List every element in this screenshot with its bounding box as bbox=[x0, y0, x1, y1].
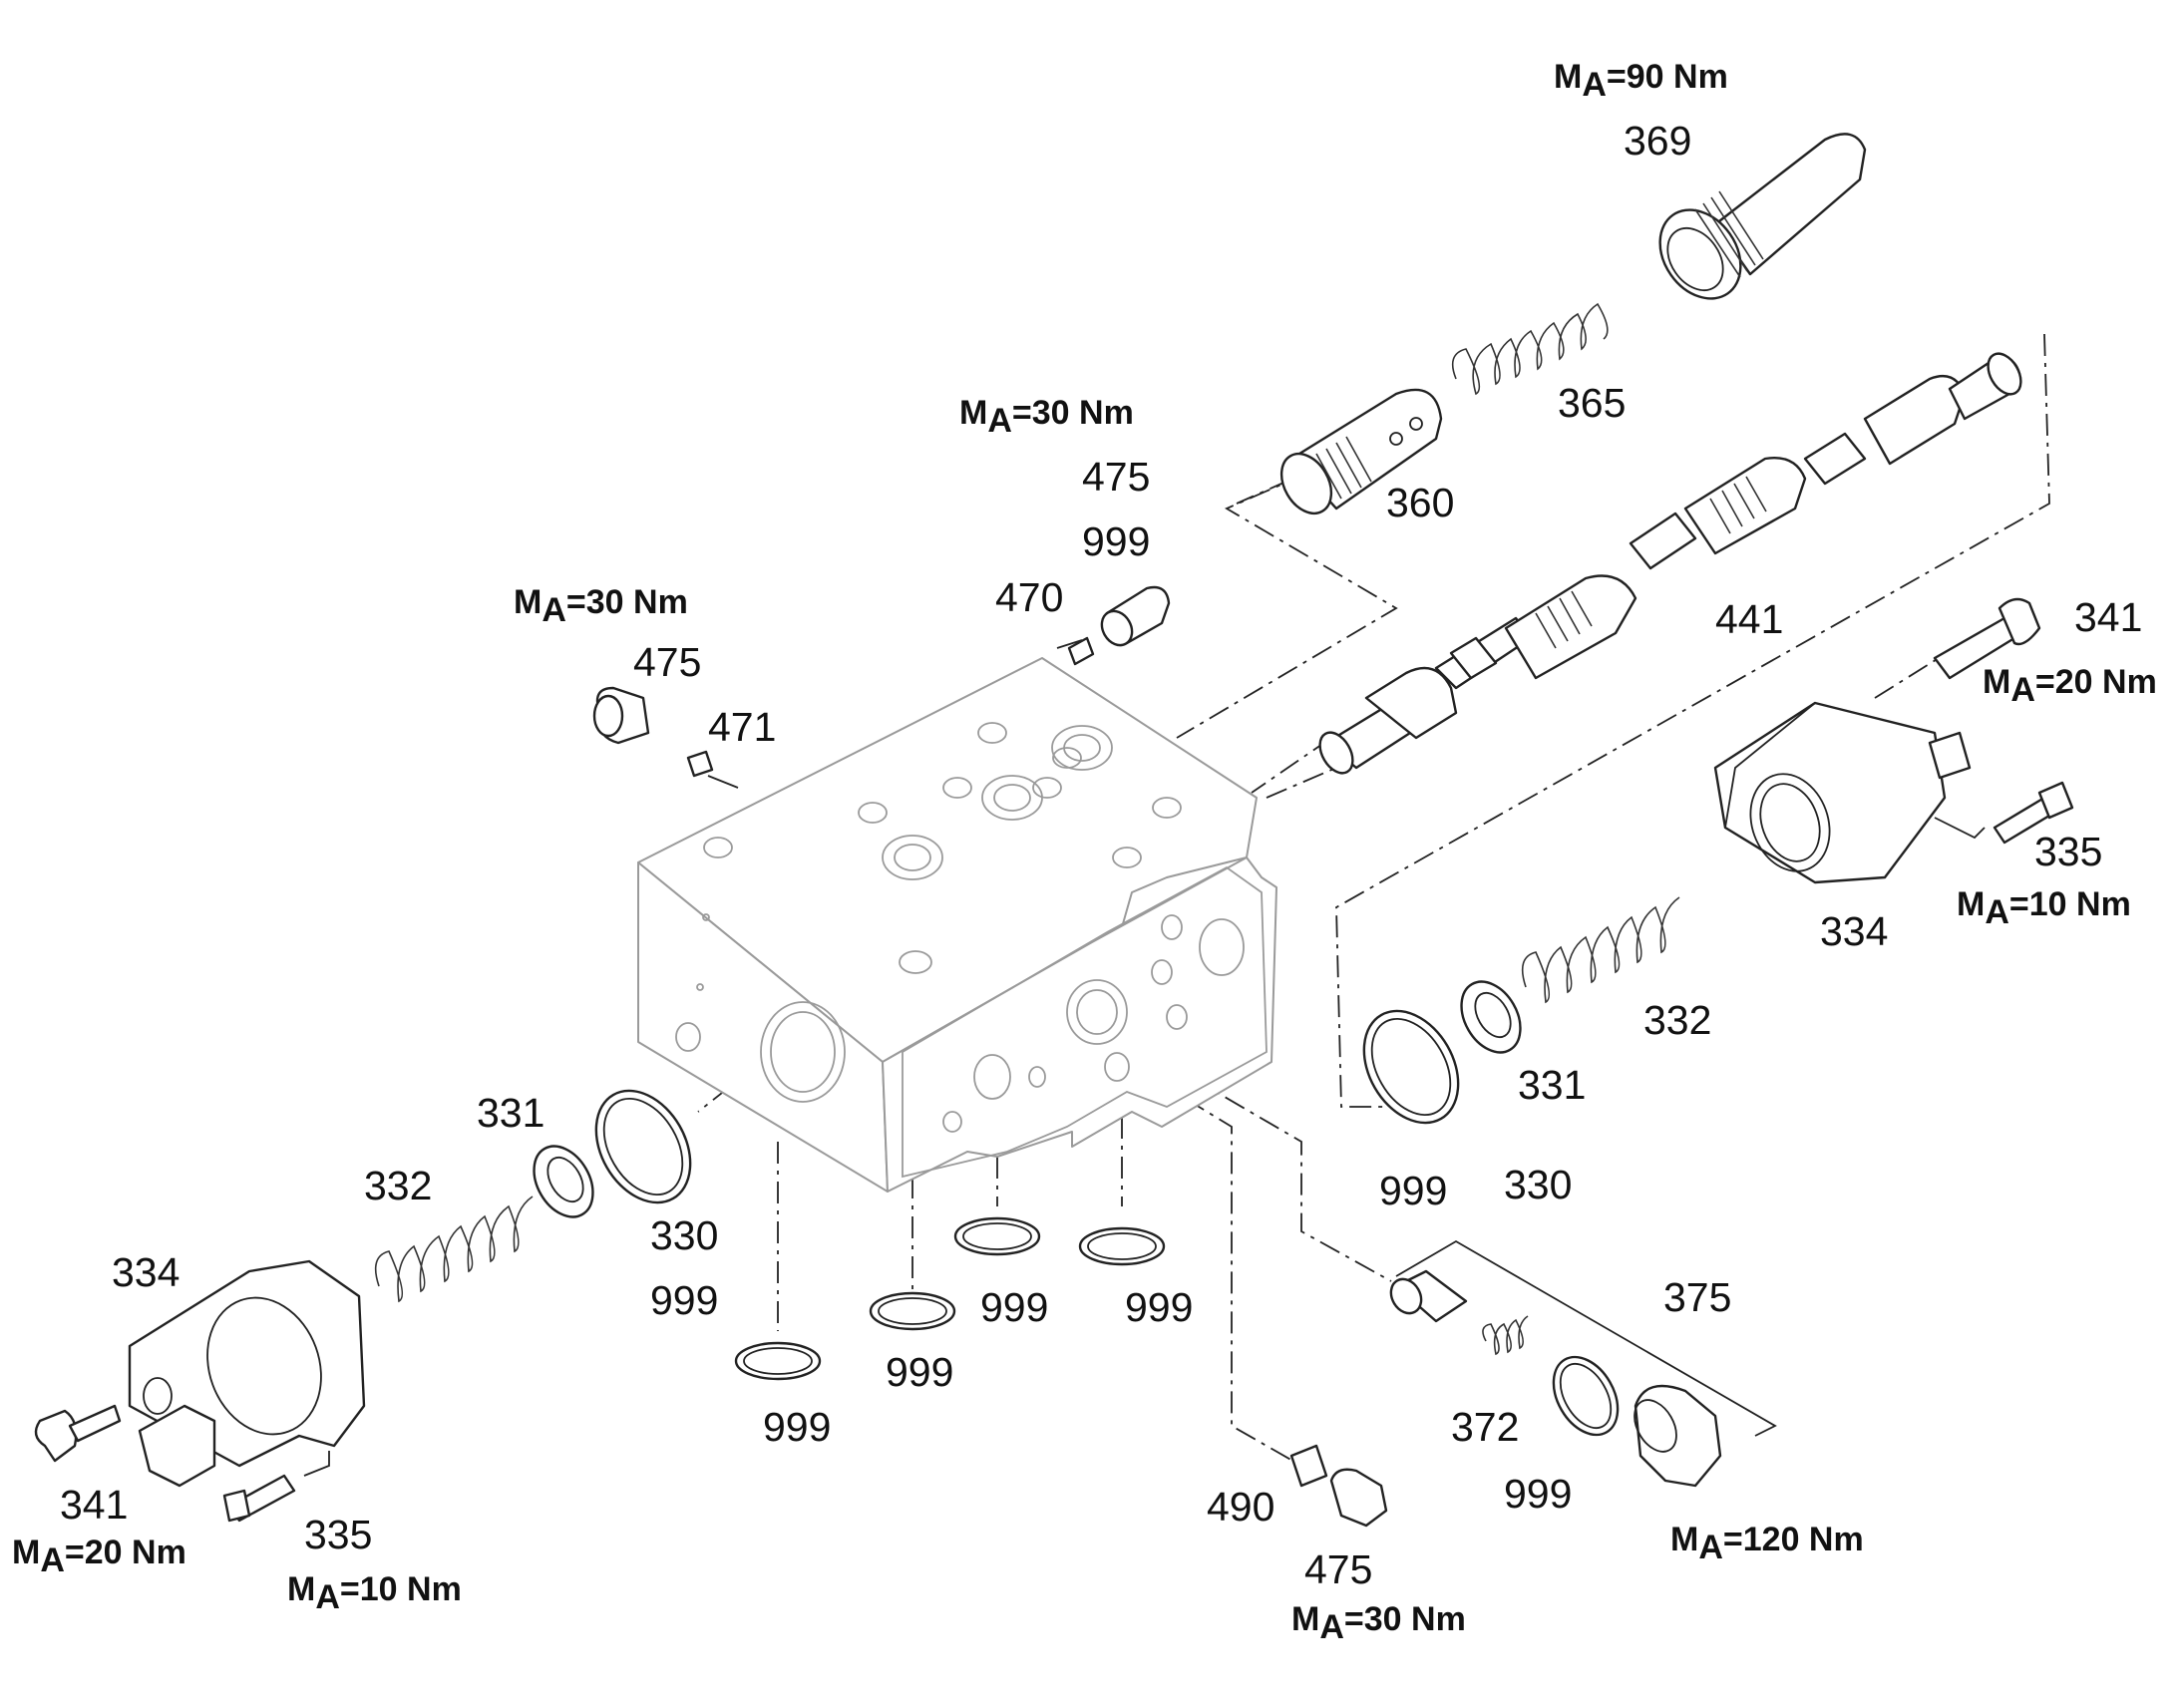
label-334-right: 334 bbox=[1820, 908, 1888, 954]
part-334-left-housing bbox=[128, 1259, 366, 1488]
label-372: 372 bbox=[1451, 1404, 1519, 1450]
label-999-e: 999 bbox=[1504, 1471, 1572, 1517]
label-332-right: 332 bbox=[1643, 997, 1711, 1043]
part-375-piston bbox=[1389, 1269, 1468, 1323]
valve-body bbox=[637, 657, 1277, 1193]
label-360: 360 bbox=[1386, 480, 1454, 525]
torque-475-left: MA=30 Nm bbox=[514, 583, 688, 629]
label-470: 470 bbox=[995, 574, 1063, 620]
part-360-sleeve bbox=[1279, 388, 1443, 515]
part-341-left-bolt bbox=[34, 1404, 122, 1463]
torque-475-top: MA=30 Nm bbox=[959, 394, 1134, 440]
part-475-left-plug bbox=[592, 686, 650, 745]
label-999-right: 999 bbox=[1379, 1168, 1447, 1213]
label-341-left: 341 bbox=[60, 1482, 128, 1528]
label-375: 375 bbox=[1663, 1274, 1731, 1320]
label-330-left: 330 bbox=[650, 1212, 718, 1258]
part-475-top-plug bbox=[1100, 585, 1171, 647]
part-331-left-seal bbox=[533, 1145, 594, 1218]
part-441-spool bbox=[1318, 352, 2022, 775]
part-490-475-bottom bbox=[1289, 1444, 1388, 1528]
part-471-set-screw bbox=[686, 750, 714, 778]
part-369-cap bbox=[1658, 133, 1867, 300]
label-999-b: 999 bbox=[1125, 1284, 1193, 1330]
torque-375: MA=120 Nm bbox=[1670, 1521, 1864, 1566]
part-999-orings-bottom bbox=[734, 1216, 1166, 1381]
torque-335-right: MA=10 Nm bbox=[1957, 885, 2131, 931]
label-365: 365 bbox=[1558, 380, 1626, 426]
label-441: 441 bbox=[1715, 596, 1783, 642]
part-372-spring bbox=[1482, 1315, 1529, 1356]
part-999-oring-375 bbox=[1552, 1355, 1620, 1437]
label-475-left: 475 bbox=[633, 639, 701, 685]
label-999-top: 999 bbox=[1082, 518, 1150, 564]
part-plug-120nm bbox=[1634, 1384, 1722, 1488]
torque-335-left: MA=10 Nm bbox=[287, 1570, 462, 1616]
label-475-top: 475 bbox=[1082, 454, 1150, 500]
part-332-left-spring bbox=[374, 1196, 534, 1303]
label-475-bottom: 475 bbox=[1304, 1546, 1372, 1592]
part-330-left-oring bbox=[594, 1089, 692, 1204]
part-470-set-screw bbox=[1067, 636, 1095, 666]
label-999-a: 999 bbox=[980, 1284, 1048, 1330]
label-471: 471 bbox=[708, 704, 776, 750]
part-330-right-oring bbox=[1362, 1009, 1460, 1125]
torque-labels: MA=90 Nm MA=30 Nm MA=30 Nm MA=20 Nm MA=1… bbox=[12, 58, 2157, 1646]
torque-341-left: MA=20 Nm bbox=[12, 1534, 186, 1579]
label-334-left: 334 bbox=[112, 1249, 180, 1295]
part-335-right-screw bbox=[1993, 781, 2074, 845]
label-332-left: 332 bbox=[364, 1163, 432, 1208]
part-341-right-bolt bbox=[1933, 597, 2041, 680]
label-999-d: 999 bbox=[763, 1404, 831, 1450]
label-490: 490 bbox=[1207, 1484, 1274, 1530]
part-334-right-housing bbox=[1713, 701, 1972, 884]
torque-341-right: MA=20 Nm bbox=[1983, 663, 2157, 709]
part-number-labels: 369 365 360 441 475 999 470 475 471 341 … bbox=[60, 118, 2142, 1592]
label-330-right: 330 bbox=[1504, 1162, 1572, 1207]
part-365-spring bbox=[1451, 302, 1609, 396]
label-331-right: 331 bbox=[1518, 1062, 1586, 1108]
torque-369: MA=90 Nm bbox=[1554, 58, 1728, 104]
part-332-right-spring bbox=[1521, 896, 1680, 1004]
torque-475-bottom: MA=30 Nm bbox=[1291, 1600, 1466, 1646]
label-331-left: 331 bbox=[477, 1090, 545, 1136]
label-335-left: 335 bbox=[304, 1512, 372, 1557]
label-341-right: 341 bbox=[2074, 594, 2142, 640]
label-999-c: 999 bbox=[886, 1349, 953, 1395]
label-335-right: 335 bbox=[2034, 829, 2102, 874]
label-369: 369 bbox=[1624, 118, 1691, 164]
part-335-left-screw bbox=[222, 1474, 296, 1523]
label-999-left: 999 bbox=[650, 1277, 718, 1323]
part-331-right-seal bbox=[1460, 980, 1522, 1054]
